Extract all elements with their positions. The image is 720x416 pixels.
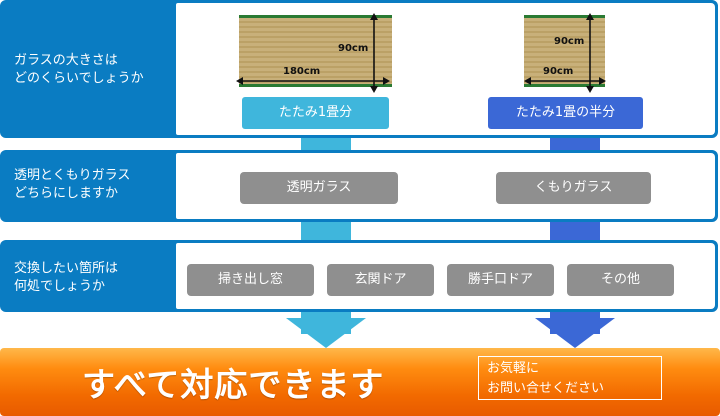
row-panel-size: 90cm 180cm たたみ1畳分 90cm 90cm たたみ1畳の半分 <box>176 3 715 135</box>
contact-box[interactable]: お気軽に お問い合せください <box>478 356 662 400</box>
row-panel-place: 掃き出し窓 玄関ドア 勝手口ドア その他 <box>176 243 715 309</box>
tatami-full-button[interactable]: たたみ1畳分 <box>242 97 389 129</box>
tatami-full-width-label: 180cm <box>283 66 321 77</box>
row-label-place: 交換したい箇所は 何処でしょうか <box>14 261 119 294</box>
tatami-half-width-label: 90cm <box>543 66 574 77</box>
frosted-glass-button[interactable]: くもりガラス <box>496 172 651 204</box>
tatami-half-illustration <box>524 15 605 87</box>
other-button[interactable]: その他 <box>567 264 674 296</box>
tatami-full-height-label: 90cm <box>338 43 369 54</box>
row-label-glass: 透明とくもりガラス どちらにしますか <box>14 168 131 201</box>
down-arrow-blue-icon <box>535 318 615 348</box>
row-glass-type: 透明とくもりガラス どちらにしますか 透明ガラス くもりガラス <box>0 150 718 222</box>
dimension-arrows-full <box>236 13 390 93</box>
sweep-window-button[interactable]: 掃き出し窓 <box>187 264 314 296</box>
down-arrow-cyan-icon <box>286 318 366 348</box>
row-location: 交換したい箇所は 何処でしょうか 掃き出し窓 玄関ドア 勝手口ドア その他 <box>0 240 718 312</box>
clear-glass-button[interactable]: 透明ガラス <box>240 172 398 204</box>
tatami-full-illustration <box>239 15 392 87</box>
row-glass-size: ガラスの大きさは どのくらいでしょうか 90cm 180cm たたみ1畳分 90… <box>0 0 718 138</box>
tatami-half-height-label: 90cm <box>554 36 585 47</box>
row-label-size: ガラスの大きさは どのくらいでしょうか <box>14 53 144 86</box>
dimension-arrows-half <box>524 13 606 93</box>
cta-banner[interactable]: すべて対応できます お気軽に お問い合せください <box>0 348 720 416</box>
row-panel-glass: 透明ガラス くもりガラス <box>176 153 715 219</box>
entrance-door-button[interactable]: 玄関ドア <box>327 264 434 296</box>
cta-headline: すべて対応できます <box>82 365 385 404</box>
kitchen-door-button[interactable]: 勝手口ドア <box>447 264 554 296</box>
tatami-half-button[interactable]: たたみ1畳の半分 <box>488 97 643 129</box>
